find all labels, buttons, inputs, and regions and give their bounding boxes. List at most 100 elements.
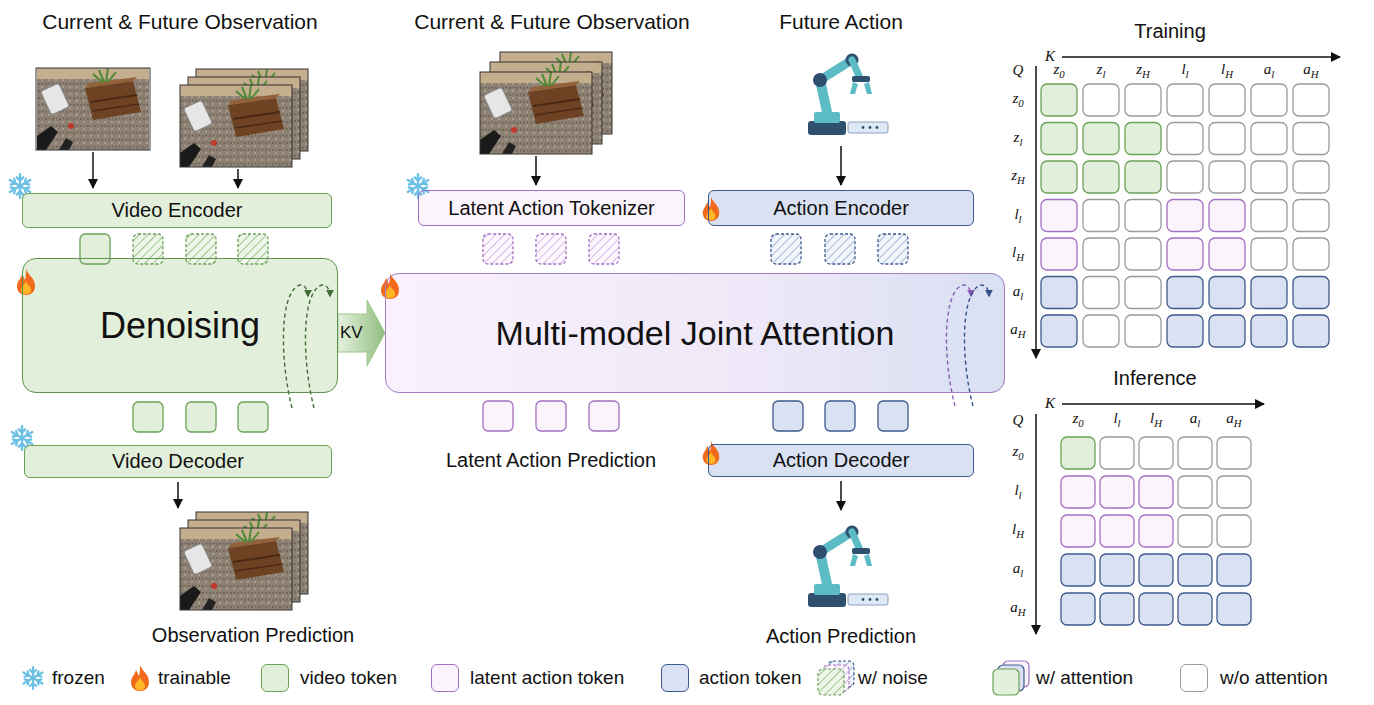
node-text: Multi-model Joint Attention bbox=[496, 314, 895, 353]
attention-cell bbox=[1167, 277, 1203, 309]
attention-cell bbox=[1251, 84, 1287, 116]
attention-cell bbox=[1251, 238, 1287, 270]
attention-cell bbox=[1041, 238, 1077, 270]
attention-cell bbox=[1209, 161, 1245, 193]
legend-text: trainable bbox=[158, 667, 231, 689]
action-tokens bbox=[771, 234, 908, 264]
flow-arrow bbox=[840, 481, 842, 510]
attention-cell bbox=[1217, 476, 1251, 508]
token-axis-label: zH bbox=[1136, 61, 1150, 80]
attention-cell bbox=[1083, 277, 1119, 309]
decoder-box: Action Decoder bbox=[708, 444, 974, 477]
section-title: Latent Action Prediction bbox=[446, 449, 656, 471]
token-axis-label: al bbox=[1013, 560, 1024, 579]
legend-text: w/o attention bbox=[1220, 667, 1328, 689]
attention-cell bbox=[1083, 200, 1119, 232]
attention-cell bbox=[1178, 554, 1212, 586]
video-tokens bbox=[133, 402, 268, 432]
token-axis-label: lH bbox=[1221, 61, 1233, 80]
attention-cell bbox=[1041, 200, 1077, 232]
attention-cell bbox=[1293, 315, 1329, 347]
attention-cell bbox=[1251, 123, 1287, 155]
attention-cell bbox=[1041, 123, 1077, 155]
attention-cell bbox=[1209, 238, 1245, 270]
attention-cell bbox=[1083, 161, 1119, 193]
token-axis-label: lH bbox=[1012, 521, 1024, 540]
attention-cell bbox=[1293, 200, 1329, 232]
attention-cell bbox=[1251, 200, 1287, 232]
section-title: Observation Prediction bbox=[152, 624, 354, 646]
token-axis-label: aH bbox=[1010, 599, 1025, 618]
attention-cell bbox=[1217, 554, 1251, 586]
attention-cell bbox=[1125, 123, 1161, 155]
token-axis-label: zH bbox=[1011, 167, 1025, 186]
node-text: Action Decoder bbox=[773, 449, 910, 472]
token-axis-label: lH bbox=[1150, 410, 1162, 429]
token-axis-label: lH bbox=[1012, 244, 1024, 263]
token-axis-label: z0 bbox=[1012, 443, 1023, 462]
attention-cell bbox=[1061, 554, 1095, 586]
token-axis-label: ll bbox=[1014, 206, 1021, 225]
frozen-icon bbox=[10, 426, 34, 450]
attention-cell bbox=[1251, 161, 1287, 193]
attention-cell bbox=[1178, 593, 1212, 625]
legend-text: video token bbox=[300, 667, 397, 689]
token-axis-label: ll bbox=[1014, 482, 1021, 501]
trainable-icon bbox=[17, 269, 35, 295]
attention-cell bbox=[1041, 277, 1077, 309]
attention-cell bbox=[1251, 277, 1287, 309]
flow-arrow bbox=[177, 482, 179, 508]
attention-cell bbox=[1167, 238, 1203, 270]
trainable-icon bbox=[131, 665, 149, 691]
attention-cell bbox=[1100, 515, 1134, 547]
attention-cell bbox=[1061, 476, 1095, 508]
attention-cell bbox=[1139, 515, 1173, 547]
token-axis-label: aH bbox=[1226, 410, 1241, 429]
attention-cell bbox=[1217, 593, 1251, 625]
section-title: Training bbox=[1134, 20, 1206, 42]
box-fill bbox=[22, 193, 332, 228]
attention-cell bbox=[1041, 161, 1077, 193]
frozen-icon bbox=[22, 667, 44, 689]
attention-cell bbox=[1217, 515, 1251, 547]
attention-cell bbox=[1139, 476, 1173, 508]
attention-cell bbox=[1061, 515, 1095, 547]
section-title: Action Prediction bbox=[766, 625, 916, 647]
observation-stack bbox=[180, 69, 308, 167]
attention-cell bbox=[1125, 277, 1161, 309]
box-fill bbox=[24, 445, 332, 478]
matrix-axis bbox=[1036, 57, 1340, 634]
observation-stack bbox=[180, 512, 308, 610]
encoder-box: Action Encoder bbox=[708, 190, 974, 226]
node-text: KV bbox=[340, 323, 363, 343]
section-title: Future Action bbox=[779, 10, 903, 33]
attention-cell bbox=[1167, 161, 1203, 193]
encoder-box: Video Encoder bbox=[22, 193, 332, 228]
node-text: Video Encoder bbox=[112, 199, 243, 222]
legend-text: w/ noise bbox=[858, 667, 928, 689]
denoising-block: Denoising bbox=[22, 258, 338, 393]
attention-cell bbox=[1293, 238, 1329, 270]
attention-cell bbox=[1217, 437, 1251, 469]
attention-cell bbox=[1083, 84, 1119, 116]
attention-cell bbox=[1125, 200, 1161, 232]
attention-cell bbox=[1083, 123, 1119, 155]
box-fill bbox=[385, 273, 1005, 393]
legend-text: latent action token bbox=[470, 667, 624, 689]
box-fill bbox=[418, 190, 685, 226]
legend-text: frozen bbox=[52, 667, 105, 689]
flow-arrow bbox=[237, 169, 239, 188]
attention-cell bbox=[1083, 238, 1119, 270]
token-axis-label: al bbox=[1013, 283, 1024, 302]
axis-label: Q bbox=[1013, 62, 1024, 79]
flow-arrow bbox=[840, 146, 842, 185]
axis-label: Q bbox=[1013, 412, 1024, 429]
section-title: Inference bbox=[1113, 367, 1196, 389]
attention-cell bbox=[1167, 84, 1203, 116]
attention-cell bbox=[1209, 200, 1245, 232]
action-tokens bbox=[773, 401, 908, 431]
attention-cell bbox=[1139, 593, 1173, 625]
trainable-icon bbox=[381, 273, 399, 299]
token-axis-label: al bbox=[1190, 410, 1201, 429]
